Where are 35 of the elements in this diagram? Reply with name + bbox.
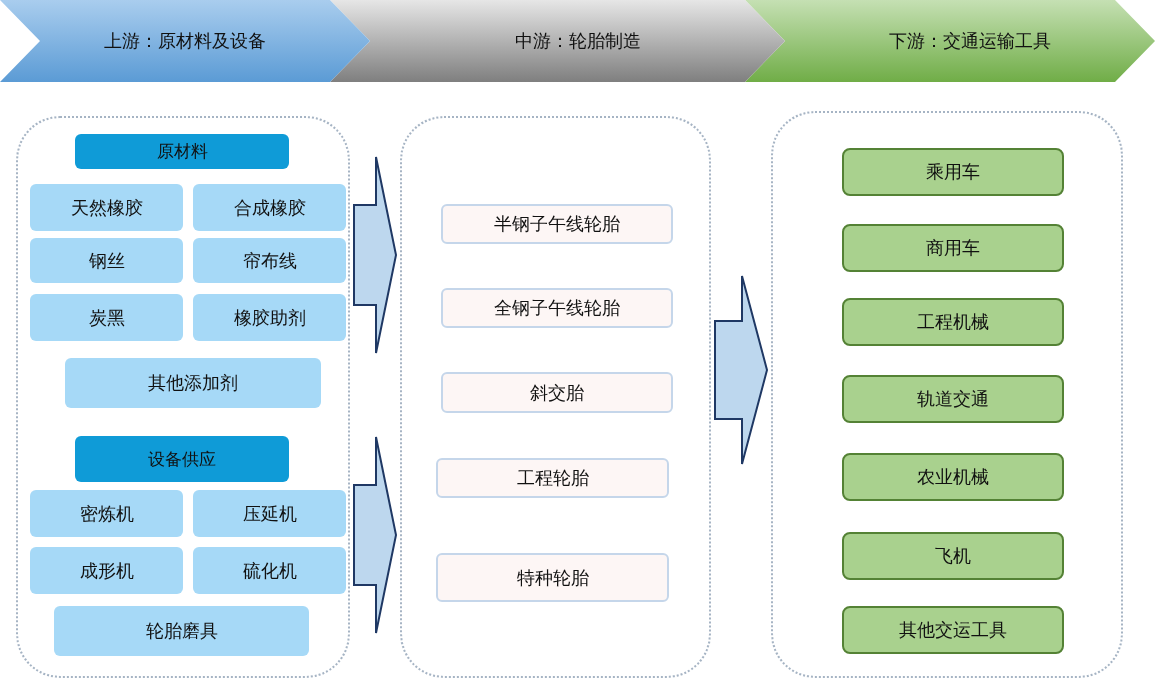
stage-label: 中游：轮胎制造	[514, 29, 641, 53]
item-box: 合成橡胶	[193, 184, 346, 231]
dotted-group-box	[771, 111, 1123, 678]
stage-label: 上游：原材料及设备	[104, 29, 266, 53]
tire-type-box: 斜交胎	[441, 372, 673, 413]
item-box: 橡胶助剂	[193, 294, 346, 341]
tire-type-box: 特种轮胎	[436, 553, 669, 602]
item-box: 成形机	[30, 547, 183, 594]
item-box: 钢丝	[30, 238, 183, 283]
item-box: 硫化机	[193, 547, 346, 594]
vehicle-box: 商用车	[842, 224, 1064, 272]
tire-type-box: 全钢子午线轮胎	[441, 288, 673, 328]
vehicle-box: 乘用车	[842, 148, 1064, 196]
block-arrow	[353, 156, 398, 354]
vehicle-box: 飞机	[842, 532, 1064, 580]
category-header: 原材料	[75, 134, 289, 169]
block-arrow	[353, 436, 398, 634]
block-arrow	[714, 275, 769, 465]
item-box: 天然橡胶	[30, 184, 183, 231]
dotted-group-box	[400, 116, 711, 678]
tire-type-box: 半钢子午线轮胎	[441, 204, 673, 244]
item-box: 轮胎磨具	[54, 606, 309, 656]
item-box: 炭黑	[30, 294, 183, 341]
category-header: 设备供应	[75, 436, 289, 482]
item-box: 帘布线	[193, 238, 346, 283]
tire-type-box: 工程轮胎	[436, 458, 669, 498]
vehicle-box: 农业机械	[842, 453, 1064, 501]
vehicle-box: 工程机械	[842, 298, 1064, 346]
item-box: 压延机	[193, 490, 346, 537]
vehicle-box: 其他交运工具	[842, 606, 1064, 654]
item-box: 其他添加剂	[65, 358, 321, 408]
vehicle-box: 轨道交通	[842, 375, 1064, 423]
dotted-group-box	[16, 116, 350, 678]
stage-label: 下游：交通运输工具	[889, 29, 1051, 53]
item-box: 密炼机	[30, 490, 183, 537]
